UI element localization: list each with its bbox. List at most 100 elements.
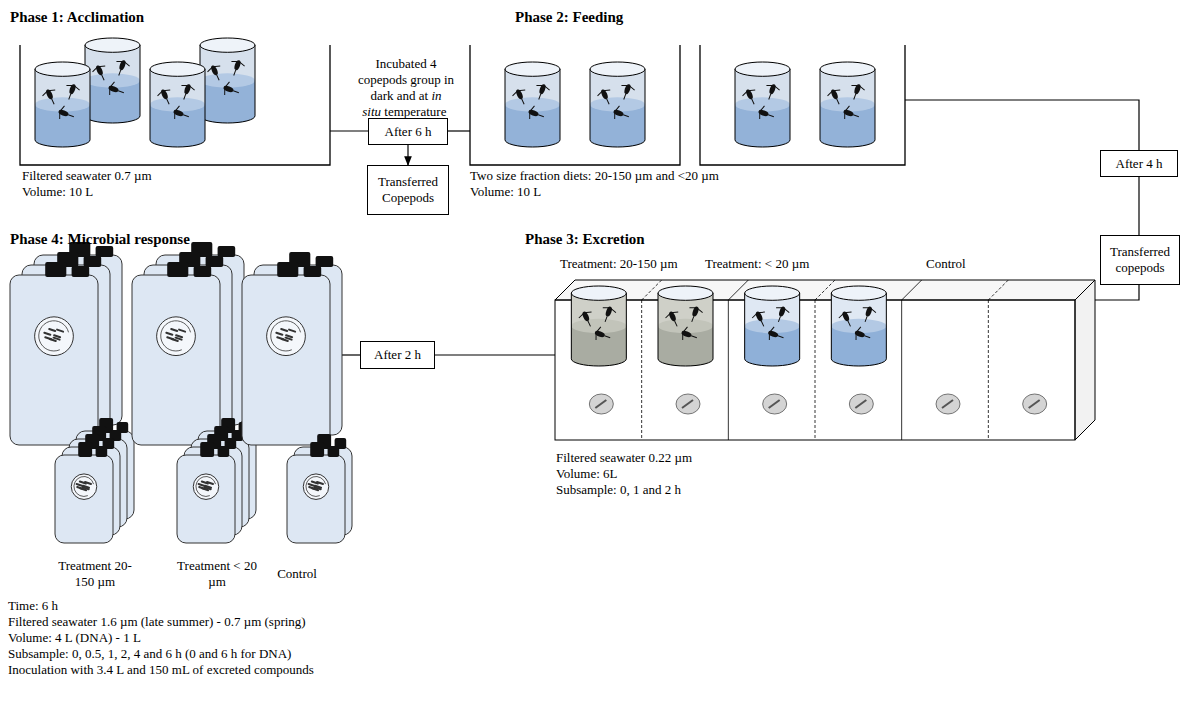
- excretion-tank: [555, 280, 1095, 440]
- copepod: [853, 326, 873, 345]
- flow-line: [435, 354, 555, 355]
- beaker: [820, 62, 875, 147]
- beaker: [35, 62, 90, 147]
- copepod: [617, 82, 636, 102]
- phase-title: Phase 3: Excretion: [525, 230, 785, 248]
- copepod: [56, 105, 76, 124]
- stirrer: [849, 394, 873, 414]
- phase-title: Phase 4: Microbial response: [10, 230, 310, 248]
- copepod: [664, 309, 684, 330]
- copepod: [227, 58, 246, 78]
- process-box: Transferred Copepods: [367, 165, 449, 215]
- copepod: [206, 63, 226, 84]
- copepod: [741, 87, 761, 108]
- culture-bottle: [55, 442, 113, 543]
- copepod: [837, 309, 857, 330]
- copepod: [177, 82, 196, 102]
- flow-line: [1095, 285, 1139, 300]
- note-text: Volume: 10 L: [22, 184, 282, 200]
- copepod: [756, 105, 776, 124]
- beaker: [200, 38, 255, 123]
- beaker: [85, 38, 140, 123]
- note-text: Filtered seawater 0.22 µm: [556, 450, 816, 466]
- copepod: [593, 326, 613, 345]
- process-box: After 6 h: [368, 118, 448, 145]
- copepod: [62, 82, 81, 102]
- note-text: Treatment < 20 µm: [177, 558, 257, 590]
- note-text: Control: [926, 256, 1006, 272]
- copepod: [171, 105, 191, 124]
- copepod: [532, 82, 551, 102]
- note-text: Volume: 6L: [556, 466, 816, 482]
- note-text: Volume: 4 L (DNA) - 1 L: [8, 630, 528, 646]
- connector: [407, 145, 408, 165]
- beaker: [590, 62, 645, 147]
- copepod: [221, 81, 241, 100]
- note-text: Filtered seawater 1.6 µm (late summer) -…: [8, 614, 528, 630]
- copepod: [772, 304, 791, 324]
- stirrer: [936, 394, 960, 414]
- flow-line: [330, 130, 368, 131]
- copepod: [91, 63, 111, 84]
- stirrer: [763, 394, 787, 414]
- beaker: [745, 286, 800, 366]
- box-text: Transferred copepods: [1105, 244, 1175, 276]
- box-text: Transferred Copepods: [372, 174, 444, 206]
- note-text: Subsample: 0, 0.5, 1, 2, 4 and 6 h (0 an…: [8, 646, 528, 662]
- trays: [20, 45, 905, 165]
- note-text: Control: [262, 566, 332, 582]
- note-text: Treatment: 20-150 µm: [560, 256, 700, 272]
- stir-bar: [682, 400, 693, 408]
- copepod: [106, 81, 126, 100]
- copepod: [511, 87, 531, 108]
- copepod: [847, 82, 866, 102]
- stirrer: [589, 394, 613, 414]
- note-text: Two size fraction diets: 20-150 µm and <…: [470, 168, 800, 184]
- note-text: Treatment 20-150 µm: [55, 558, 135, 590]
- connector: [1138, 177, 1139, 235]
- flow-line: [448, 130, 470, 131]
- stirrer: [1023, 394, 1047, 414]
- note-group: Incubated 4 copepods group in dark and a…: [350, 56, 462, 120]
- culture-bottle: [177, 442, 235, 543]
- phase-title: Phase 1: Acclimation: [10, 8, 270, 26]
- process-box: After 2 h: [360, 341, 435, 369]
- note-text: Filtered seawater 0.7 µm: [22, 168, 282, 184]
- beaker: [571, 286, 626, 366]
- note-text: Subsample: 0, 1 and 2 h: [556, 482, 816, 498]
- beaker: [831, 286, 886, 366]
- process-box: After 4 h: [1100, 150, 1178, 177]
- copepod: [526, 105, 546, 124]
- culture-bottle: [10, 262, 98, 445]
- process-box: Transferred copepods: [1100, 235, 1180, 285]
- box-text: After 2 h: [374, 347, 421, 363]
- note-text: temperature: [384, 104, 446, 119]
- copepod: [751, 309, 771, 330]
- copepod: [112, 58, 131, 78]
- beaker: [658, 286, 713, 366]
- stir-bar: [855, 400, 866, 408]
- tray: [470, 45, 680, 165]
- beaker: [505, 62, 560, 147]
- tray: [20, 45, 330, 165]
- box-text: After 4 h: [1116, 156, 1163, 172]
- stirrer: [676, 394, 700, 414]
- copepod: [762, 82, 781, 102]
- stir-bar: [769, 400, 780, 408]
- copepod: [596, 87, 616, 108]
- note-text: Inoculation with 3.4 L and 150 mL of exc…: [8, 662, 528, 678]
- flow-line: [905, 100, 1139, 150]
- phase-title: Phase 2: Feeding: [515, 8, 775, 26]
- copepod: [858, 304, 877, 324]
- note-text: Time: 6 h: [8, 598, 528, 614]
- culture-bottle: [287, 442, 345, 543]
- note-text: Volume: 10 L: [470, 184, 730, 200]
- copepod: [826, 87, 846, 108]
- copepod: [679, 326, 699, 345]
- culture-bottle: [132, 262, 220, 445]
- stir-bar: [1029, 400, 1040, 408]
- stir-bar: [942, 400, 953, 408]
- copepod: [41, 87, 61, 108]
